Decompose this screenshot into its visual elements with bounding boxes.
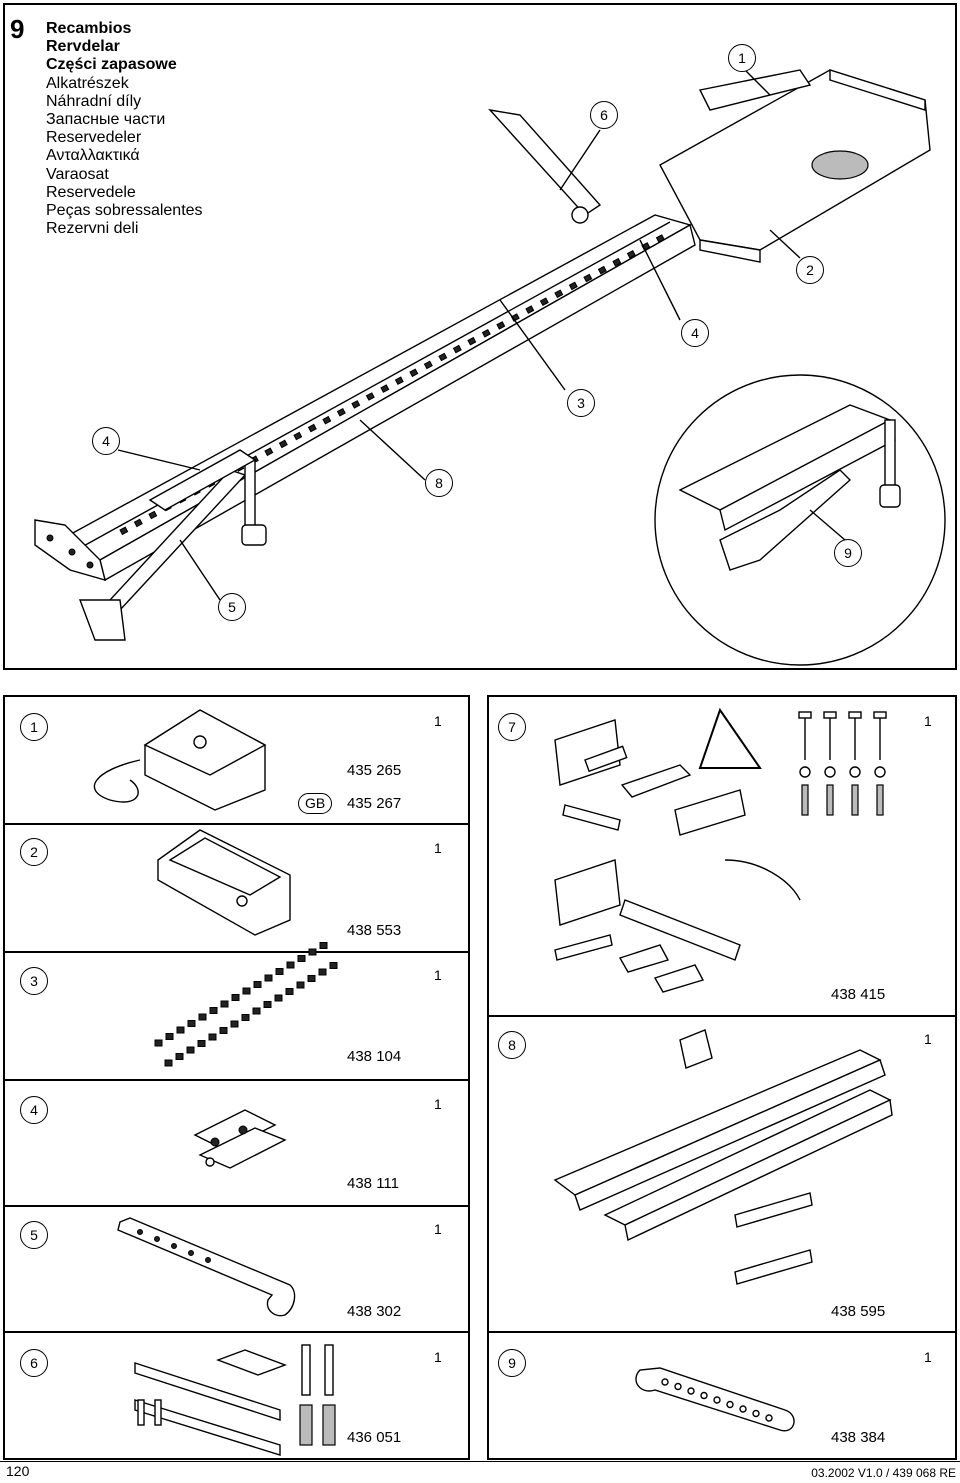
- row-divider: [3, 1205, 470, 1207]
- door-arm-long-drawing: [635, 1367, 795, 1432]
- document-reference: 03.2002 V1.0 / 439 068 RE: [811, 1466, 956, 1480]
- overview-diagram-box: [3, 3, 957, 670]
- title-pt: Peças sobressalentes: [46, 202, 203, 220]
- part-7-pn: 438 415: [831, 986, 886, 1003]
- title-sv: Rervdelar: [46, 38, 120, 56]
- callout-8: 8: [425, 469, 453, 497]
- part-1-number: 1: [20, 713, 48, 741]
- part-8-number: 8: [498, 1031, 526, 1059]
- cover-drawing: [157, 829, 291, 936]
- title-fi: Varaosat: [46, 165, 109, 183]
- title-da: Reservedele: [46, 183, 136, 201]
- part-3-qty: 1: [434, 967, 442, 983]
- row-divider: [3, 823, 470, 825]
- part-2-number: 2: [20, 838, 48, 866]
- part-1-qty: 1: [434, 713, 442, 729]
- part-5-number: 5: [20, 1221, 48, 1249]
- callout-5: 5: [218, 593, 246, 621]
- callout-4-upper: 4: [681, 319, 709, 347]
- row-divider: [3, 1079, 470, 1081]
- part-5-pn: 438 302: [347, 1303, 402, 1320]
- title-es: Recambios: [46, 20, 132, 37]
- part-3-pn: 438 104: [347, 1048, 402, 1065]
- part-9-qty: 1: [924, 1349, 932, 1365]
- part-1-pn: 435 265: [347, 762, 402, 779]
- row-divider: [3, 1331, 470, 1333]
- title-ru: Запасные части: [46, 111, 166, 129]
- spare-parts-titles: Recambios Rervdelar Części zapasowe Alka…: [46, 20, 203, 238]
- part-8-pn: 438 595: [831, 1303, 886, 1320]
- section-number: 9: [10, 14, 25, 44]
- part-2-qty: 1: [434, 840, 442, 856]
- part-8-qty: 1: [924, 1031, 932, 1047]
- part-2-pn: 438 553: [347, 922, 402, 939]
- title-no: Reservedeler: [46, 129, 142, 147]
- callout-4-lower: 4: [92, 427, 120, 455]
- chain-drawing: [154, 942, 338, 1067]
- part-6-number: 6: [20, 1349, 48, 1377]
- footer-rule: [0, 1461, 960, 1462]
- part-5-qty: 1: [434, 1221, 442, 1237]
- rail-drawing: [553, 1029, 893, 1285]
- callout-6: 6: [590, 101, 618, 129]
- carriage-drawing: [193, 1109, 287, 1169]
- page-number: 120: [6, 1463, 30, 1479]
- part-6-qty: 1: [434, 1349, 442, 1365]
- title-pl: Części zapasowe: [46, 56, 177, 74]
- row-divider: [487, 1331, 957, 1333]
- part-9-pn: 438 384: [831, 1429, 886, 1446]
- part-9-number: 9: [498, 1349, 526, 1377]
- door-arm-drawing: [117, 1217, 296, 1317]
- title-sl: Rezervni deli: [46, 220, 139, 238]
- part-6-pn: 436 051: [347, 1429, 402, 1446]
- callout-3: 3: [567, 389, 595, 417]
- part-4-number: 4: [20, 1096, 48, 1124]
- mounting-brackets-drawing: [134, 1344, 336, 1456]
- part-3-number: 3: [20, 967, 48, 995]
- title-el: Ανταλλακτικά: [46, 147, 140, 165]
- part-1-gb-badge: GB: [298, 793, 333, 814]
- part-1-pn-gb: 435 267: [347, 795, 402, 812]
- row-divider: [487, 1015, 957, 1017]
- parts-table-right: [487, 695, 957, 1460]
- part-7-number: 7: [498, 713, 526, 741]
- callout-9: 9: [834, 539, 862, 567]
- row-divider: [3, 951, 470, 953]
- callout-2: 2: [796, 256, 824, 284]
- title-cs: Náhradní díly: [46, 92, 142, 110]
- part-4-pn: 438 111: [347, 1175, 399, 1192]
- part-4-qty: 1: [434, 1096, 442, 1112]
- title-hu: Alkatrészek: [46, 74, 129, 92]
- garage-opener-assembly-drawing: [34, 59, 946, 666]
- callout-1: 1: [728, 44, 756, 72]
- accessory-kit-drawing: [554, 707, 887, 993]
- part-7-qty: 1: [924, 713, 932, 729]
- parts-table-left: [3, 695, 470, 1460]
- motor-head-drawing: [93, 709, 267, 811]
